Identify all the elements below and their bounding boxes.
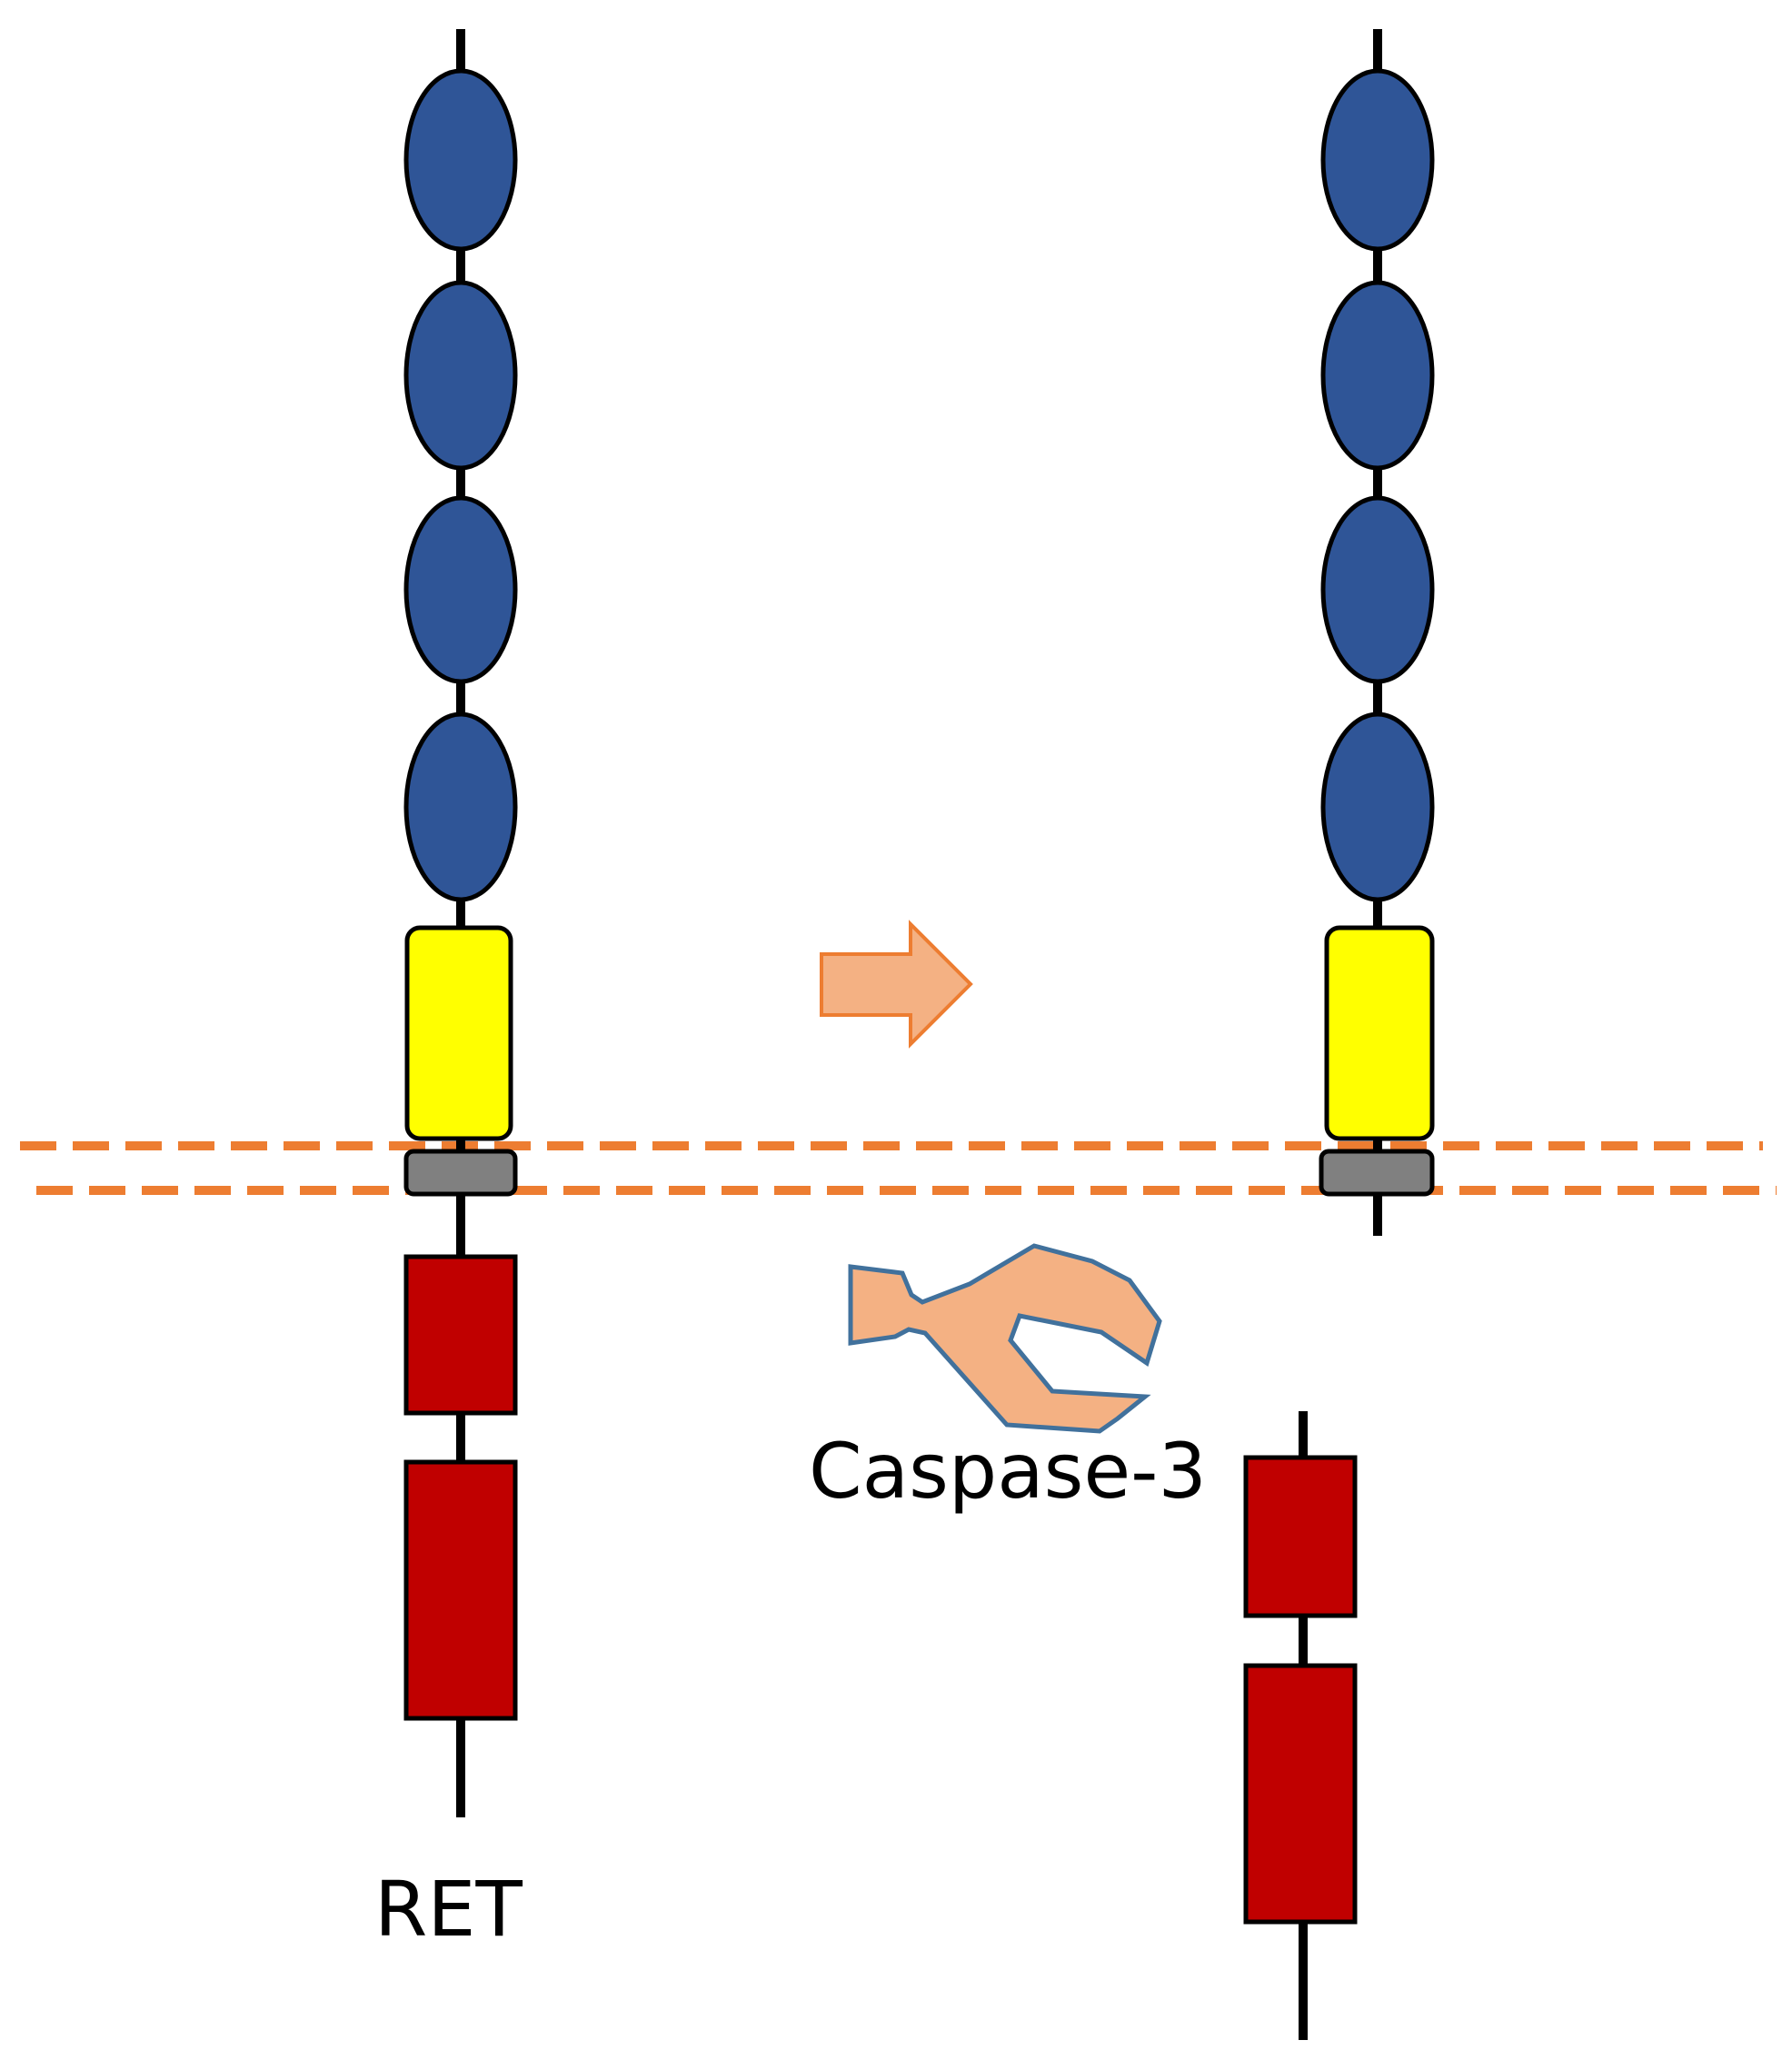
scissors-enzyme-icon bbox=[848, 1243, 1162, 1434]
transmembrane-domain bbox=[403, 1149, 518, 1197]
kinase-domain-1 bbox=[403, 1254, 518, 1416]
ig-domain-4 bbox=[403, 712, 518, 902]
ig-domain-2 bbox=[403, 280, 518, 471]
fragment-ig-domain-2 bbox=[1320, 280, 1435, 471]
ret-full-length bbox=[403, 29, 518, 1817]
ret-extracellular-fragment bbox=[1319, 29, 1435, 1236]
ig-domain-3 bbox=[403, 495, 518, 684]
released-kinase-domain-1 bbox=[1243, 1455, 1358, 1618]
ig-domain-1 bbox=[403, 68, 518, 252]
caspase-3-label: Caspase-3 bbox=[809, 1427, 1207, 1516]
fragment-transmembrane-domain bbox=[1319, 1149, 1435, 1197]
fragment-yellow-domain bbox=[1324, 925, 1435, 1141]
ret-label: RET bbox=[374, 1865, 523, 1954]
ret-intracellular-fragment bbox=[1243, 1411, 1358, 2040]
kinase-domain-2 bbox=[403, 1459, 518, 1721]
right-arrow-icon bbox=[820, 920, 973, 1049]
fragment-ig-domain-3 bbox=[1320, 495, 1435, 684]
released-kinase-domain-2 bbox=[1243, 1663, 1358, 1925]
cell-membrane bbox=[20, 1141, 1777, 1195]
fragment-ig-domain-1 bbox=[1320, 68, 1435, 252]
yellow-domain bbox=[404, 925, 513, 1141]
fragment-ig-domain-4 bbox=[1320, 712, 1435, 902]
